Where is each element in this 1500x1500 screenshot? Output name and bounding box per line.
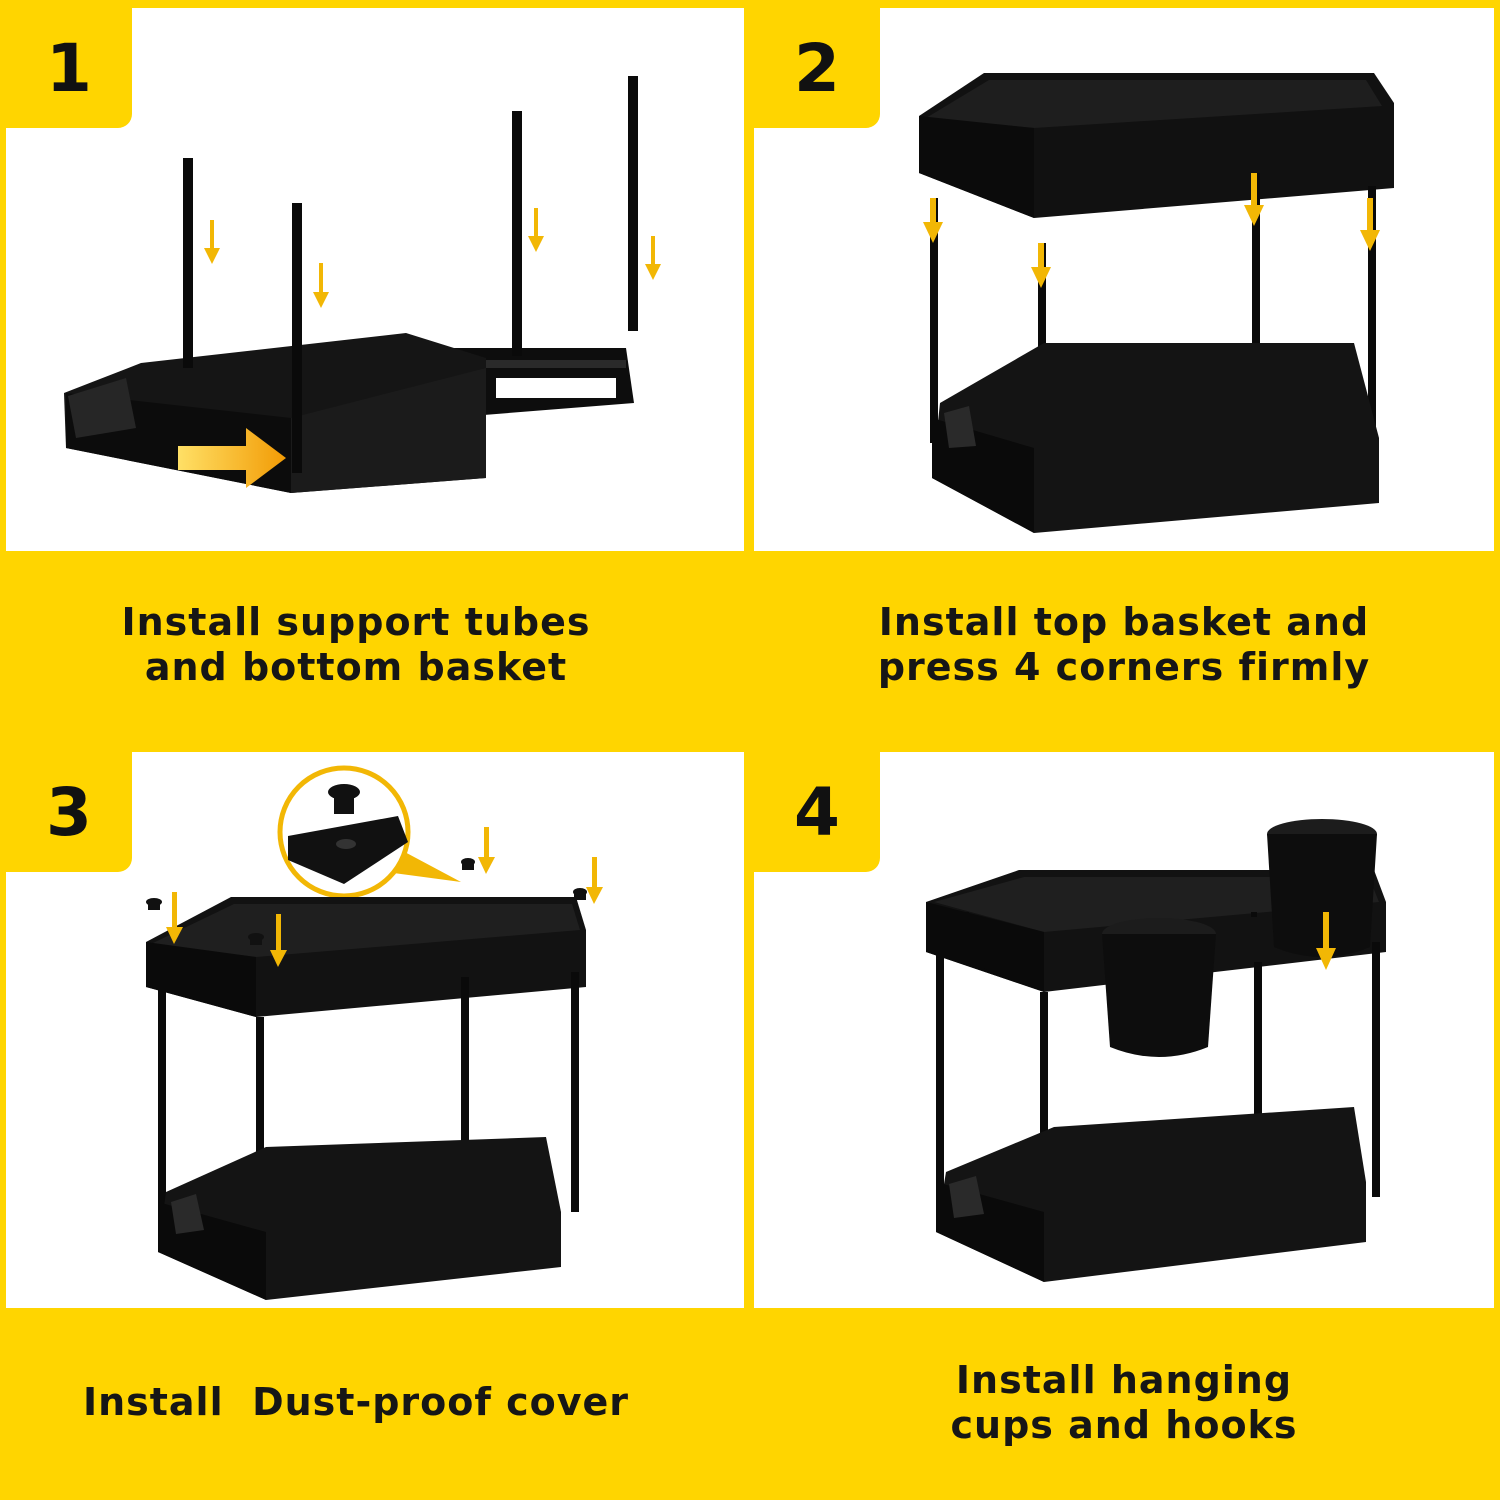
cover-zoom-callout [277,765,461,899]
step-1-number: 1 [6,8,132,128]
step-2-caption-line2: press 4 corners firmly [877,645,1371,689]
step-4-caption-line1: Install hanging [955,1358,1293,1402]
top-basket [919,73,1394,218]
down-arrow-icon [1316,912,1336,970]
step-2-illustration [919,73,1394,533]
step-3-panel: 3 [6,752,744,1308]
slide-arrow-icon [178,428,286,488]
step-1-caption-line2: and bottom basket [144,645,568,689]
support-tubes [936,942,1380,1262]
dust-cover-caps [146,858,587,945]
bottom-basket [936,1107,1366,1282]
down-arrow-icons [166,827,603,967]
step-4-panel: 4 [754,752,1494,1308]
step-1-caption-line1: Install support tubes [121,600,591,644]
support-tubes [158,972,579,1282]
bottom-basket [932,343,1379,533]
step-4-caption: Install hanging cups and hooks [754,1358,1494,1448]
hanging-cups [1102,819,1377,1057]
step-4-caption-line2: cups and hooks [950,1403,1298,1447]
bottom-basket [64,333,486,493]
top-basket [146,897,586,1017]
support-tubes [183,76,638,473]
step-2-number: 2 [754,8,880,128]
step-2-caption-line1: Install top basket and [878,600,1370,644]
step-2-caption: Install top basket and press 4 corners f… [754,600,1494,690]
step-3-illustration [146,765,603,1300]
step-1-caption: Install support tubes and bottom basket [6,600,706,690]
step-3-caption-line1: Install Dust-proof cover [82,1380,630,1424]
step-2-panel: 2 [754,8,1494,551]
down-arrow-icons [923,173,1380,288]
step-4-number: 4 [754,752,880,872]
extension-rail [446,348,634,418]
step-3-number: 3 [6,752,132,872]
down-arrow-icons [204,208,661,308]
hooks [963,912,1257,975]
bottom-basket [158,1137,561,1300]
step-3-caption: Install Dust-proof cover [6,1380,706,1425]
step-1-panel: 1 [6,8,744,551]
step-4-illustration [926,819,1386,1282]
step-1-illustration [64,76,661,493]
